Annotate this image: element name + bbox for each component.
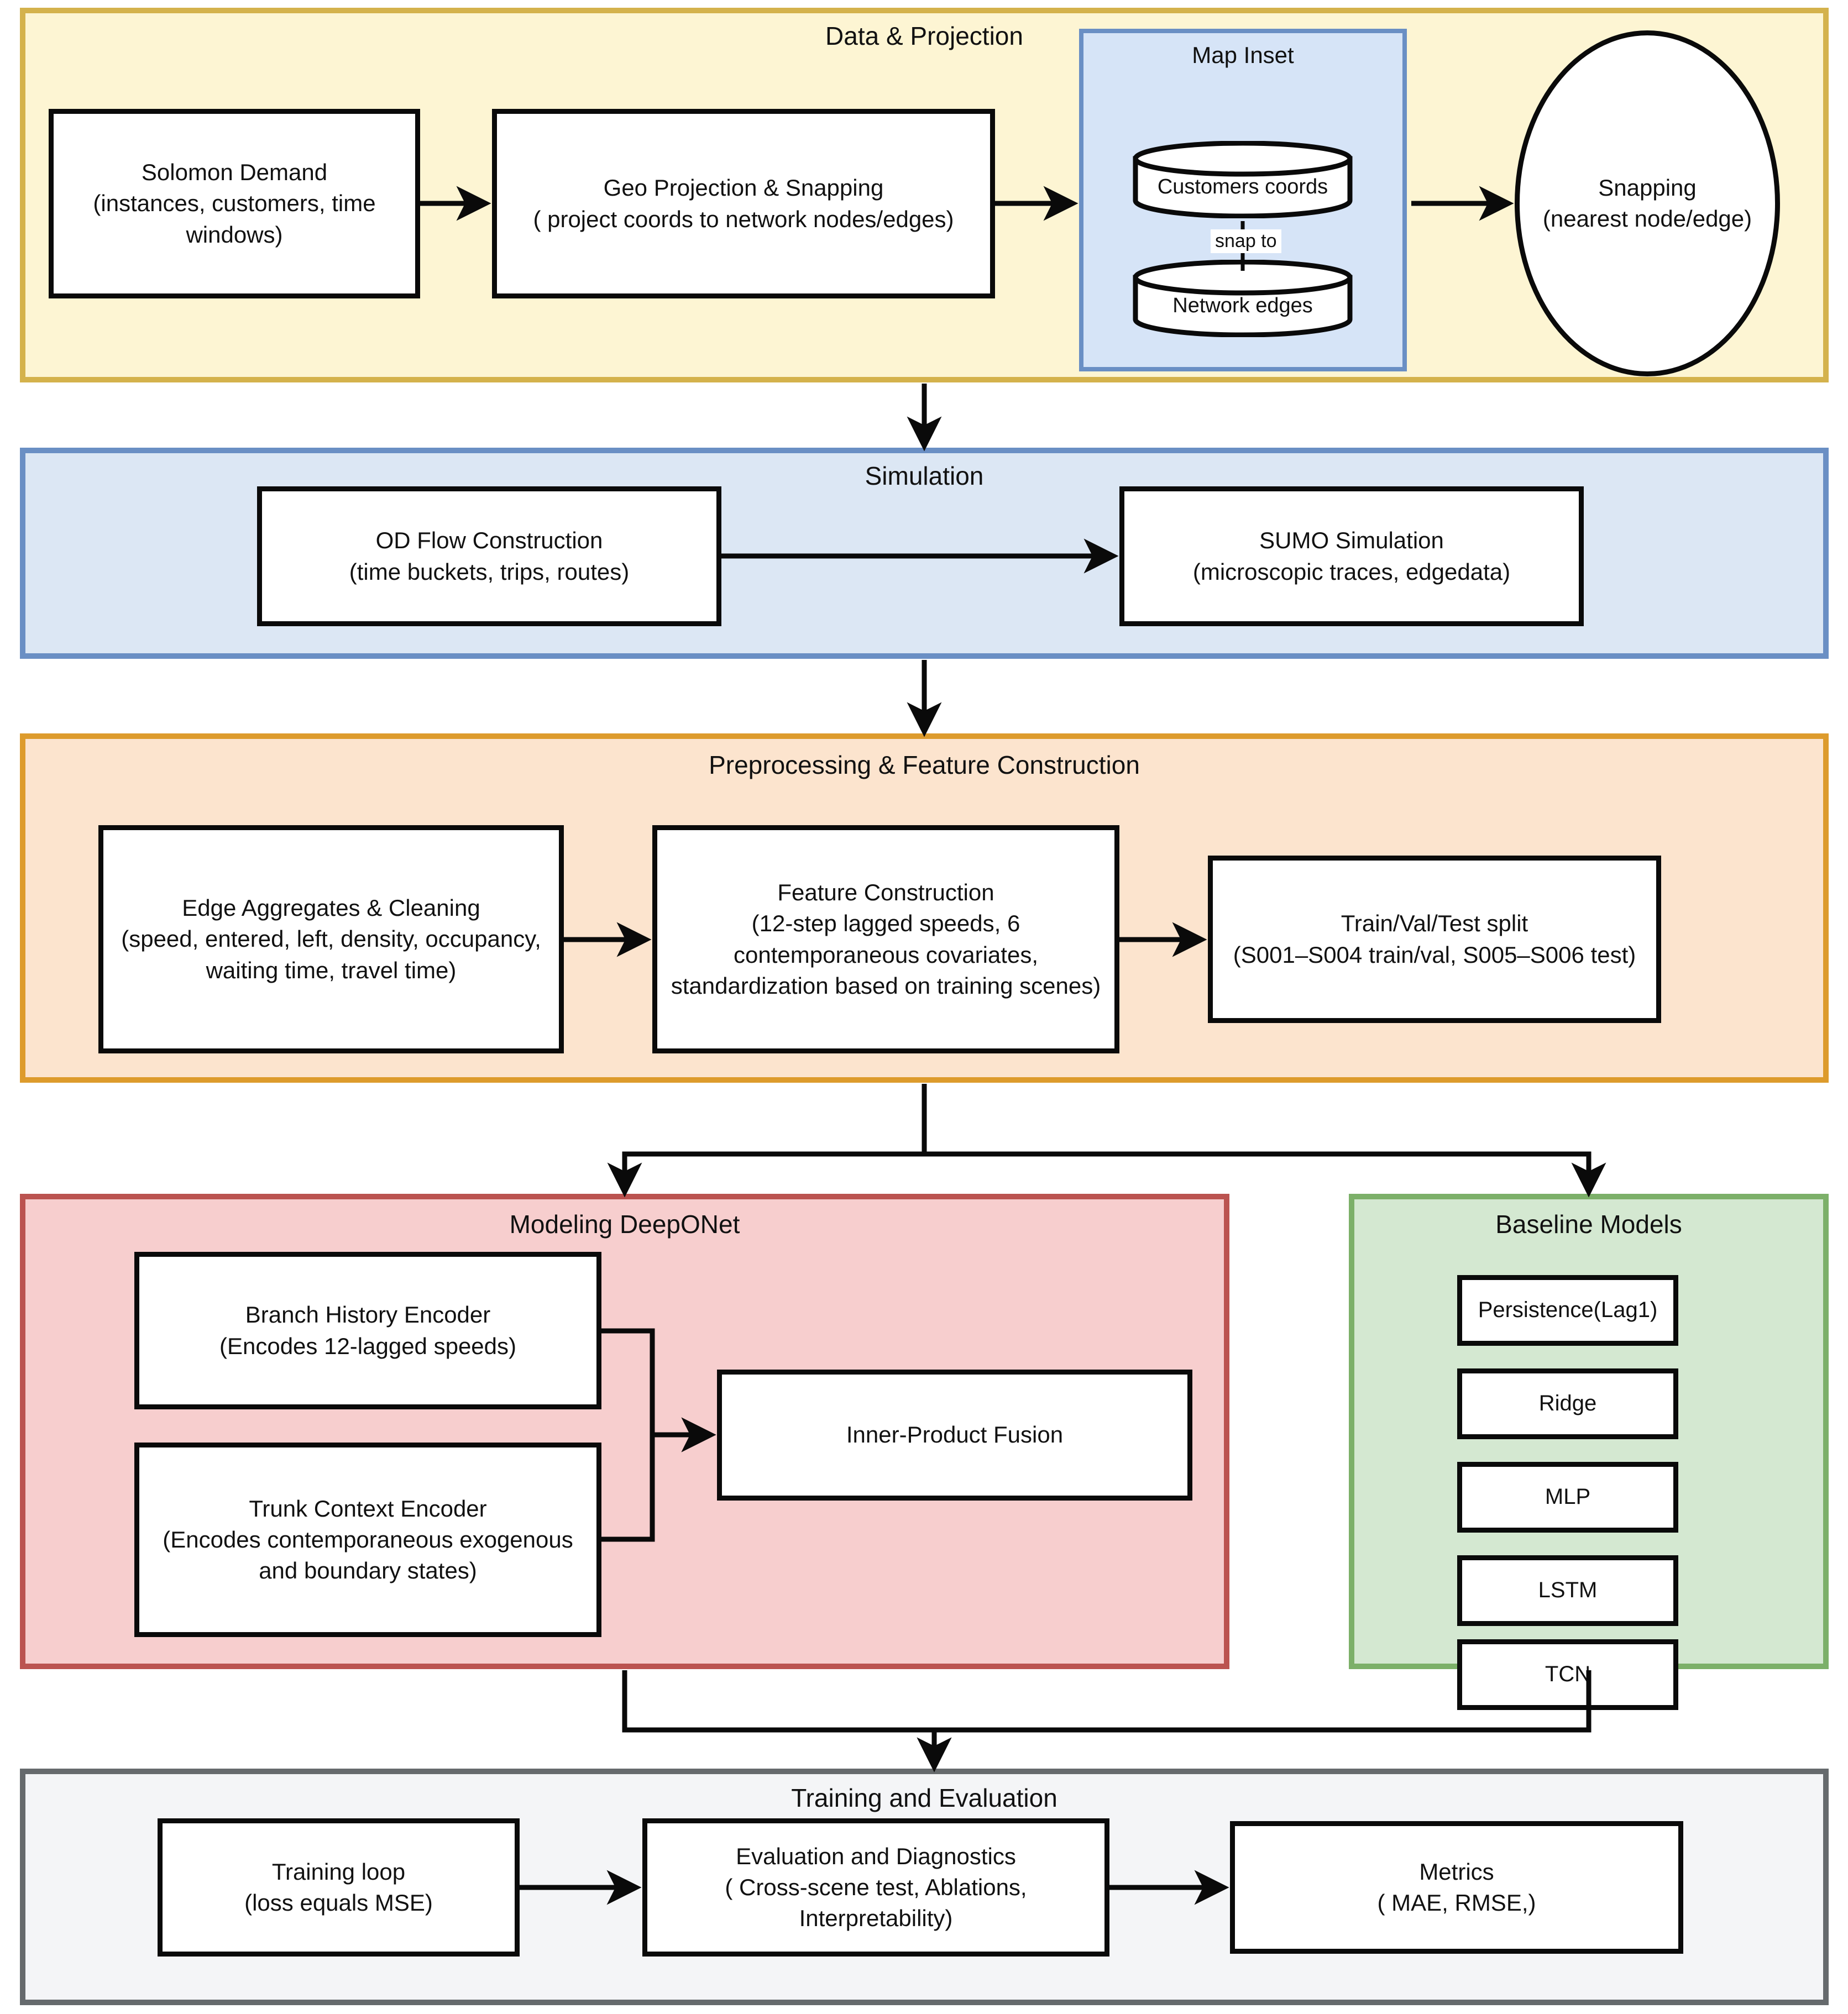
baseline-item-mlp: MLP xyxy=(1457,1462,1678,1533)
node-branch-history-encoder-label: Branch History Encoder (Encodes 12-lagge… xyxy=(219,1302,517,1359)
node-sumo-simulation: SUMO Simulation (microscopic traces, edg… xyxy=(1119,486,1584,626)
section-modeling-deeponet-title: Modeling DeepONet xyxy=(509,1210,740,1239)
baseline-item-persistence-label: Persistence(Lag1) xyxy=(1478,1298,1658,1323)
node-metrics-label: Metrics ( MAE, RMSE,) xyxy=(1377,1858,1536,1916)
baseline-item-persistence: Persistence(Lag1) xyxy=(1457,1275,1678,1346)
node-training-loop: Training loop (loss equals MSE) xyxy=(158,1818,520,1957)
node-edge-aggregates: Edge Aggregates & Cleaning (speed, enter… xyxy=(98,825,564,1053)
cylinder-shape xyxy=(1133,260,1353,337)
arrow-preprocessing-to-modeling xyxy=(607,1084,927,1198)
section-training-evaluation-title: Training and Evaluation xyxy=(791,1784,1058,1812)
node-train-val-test-split: Train/Val/Test split (S001–S004 train/va… xyxy=(1208,856,1661,1023)
baseline-item-ridge: Ridge xyxy=(1457,1368,1678,1439)
node-evaluation-diagnostics: Evaluation and Diagnostics ( Cross-scene… xyxy=(642,1818,1109,1957)
db-customers-coords-label: Customers coords xyxy=(1157,175,1328,198)
node-branch-history-encoder: Branch History Encoder (Encodes 12-lagge… xyxy=(134,1252,601,1409)
baseline-item-mlp-label: MLP xyxy=(1545,1485,1591,1509)
section-data-projection-title: Data & Projection xyxy=(825,22,1023,50)
section-simulation-title: Simulation xyxy=(865,461,984,490)
baseline-item-tcn-label: TCN xyxy=(1545,1662,1591,1687)
node-training-loop-label: Training loop (loss equals MSE) xyxy=(244,1858,433,1916)
db-customers-coords: Customers coords xyxy=(1132,141,1353,218)
node-geo-projection-label: Geo Projection & Snapping ( project coor… xyxy=(533,175,954,232)
node-inner-product-fusion-label: Inner-Product Fusion xyxy=(846,1422,1064,1448)
node-inner-product-fusion: Inner-Product Fusion xyxy=(717,1370,1192,1501)
subsection-map-inset-title: Map Inset xyxy=(1192,42,1294,68)
node-trunk-context-encoder-label: Trunk Context Encoder (Encodes contempor… xyxy=(163,1495,573,1584)
section-preprocessing-title: Preprocessing & Feature Construction xyxy=(709,751,1140,779)
db-network-edges-label: Network edges xyxy=(1172,293,1313,317)
node-solomon-demand: Solomon Demand (instances, customers, ti… xyxy=(49,109,420,298)
node-solomon-demand-label: Solomon Demand (instances, customers, ti… xyxy=(93,159,376,248)
baseline-item-lstm: LSTM xyxy=(1457,1555,1678,1626)
cylinder-shape xyxy=(1133,141,1353,218)
arrow-modeling-to-training xyxy=(622,1670,952,1772)
baseline-item-ridge-label: Ridge xyxy=(1538,1391,1597,1416)
arrow-preprocessing-to-baselines xyxy=(922,1084,1606,1198)
baseline-item-lstm-label: LSTM xyxy=(1538,1578,1598,1603)
node-edge-aggregates-label: Edge Aggregates & Cleaning (speed, enter… xyxy=(121,895,541,983)
node-snapping-label: Snapping (nearest node/edge) xyxy=(1542,174,1752,232)
node-feature-construction: Feature Construction (12-step lagged spe… xyxy=(652,825,1119,1053)
node-sumo-simulation-label: SUMO Simulation (microscopic traces, edg… xyxy=(1192,527,1511,585)
node-geo-projection: Geo Projection & Snapping ( project coor… xyxy=(492,109,995,298)
node-od-flow-construction-label: OD Flow Construction (time buckets, trip… xyxy=(349,527,630,585)
baseline-item-tcn: TCN xyxy=(1457,1639,1678,1710)
node-evaluation-diagnostics-label: Evaluation and Diagnostics ( Cross-scene… xyxy=(725,1843,1027,1932)
node-snapping: Snapping (nearest node/edge) xyxy=(1515,30,1780,376)
node-train-val-test-split-label: Train/Val/Test split (S001–S004 train/va… xyxy=(1233,910,1636,968)
edge-label-snap-to: snap to xyxy=(1211,229,1281,253)
section-baseline-models-title: Baseline Models xyxy=(1495,1210,1682,1239)
node-trunk-context-encoder: Trunk Context Encoder (Encodes contempor… xyxy=(134,1443,601,1637)
db-network-edges: Network edges xyxy=(1132,260,1353,337)
node-feature-construction-label: Feature Construction (12-step lagged spe… xyxy=(671,879,1101,999)
node-od-flow-construction: OD Flow Construction (time buckets, trip… xyxy=(257,486,721,626)
node-metrics: Metrics ( MAE, RMSE,) xyxy=(1230,1821,1683,1954)
